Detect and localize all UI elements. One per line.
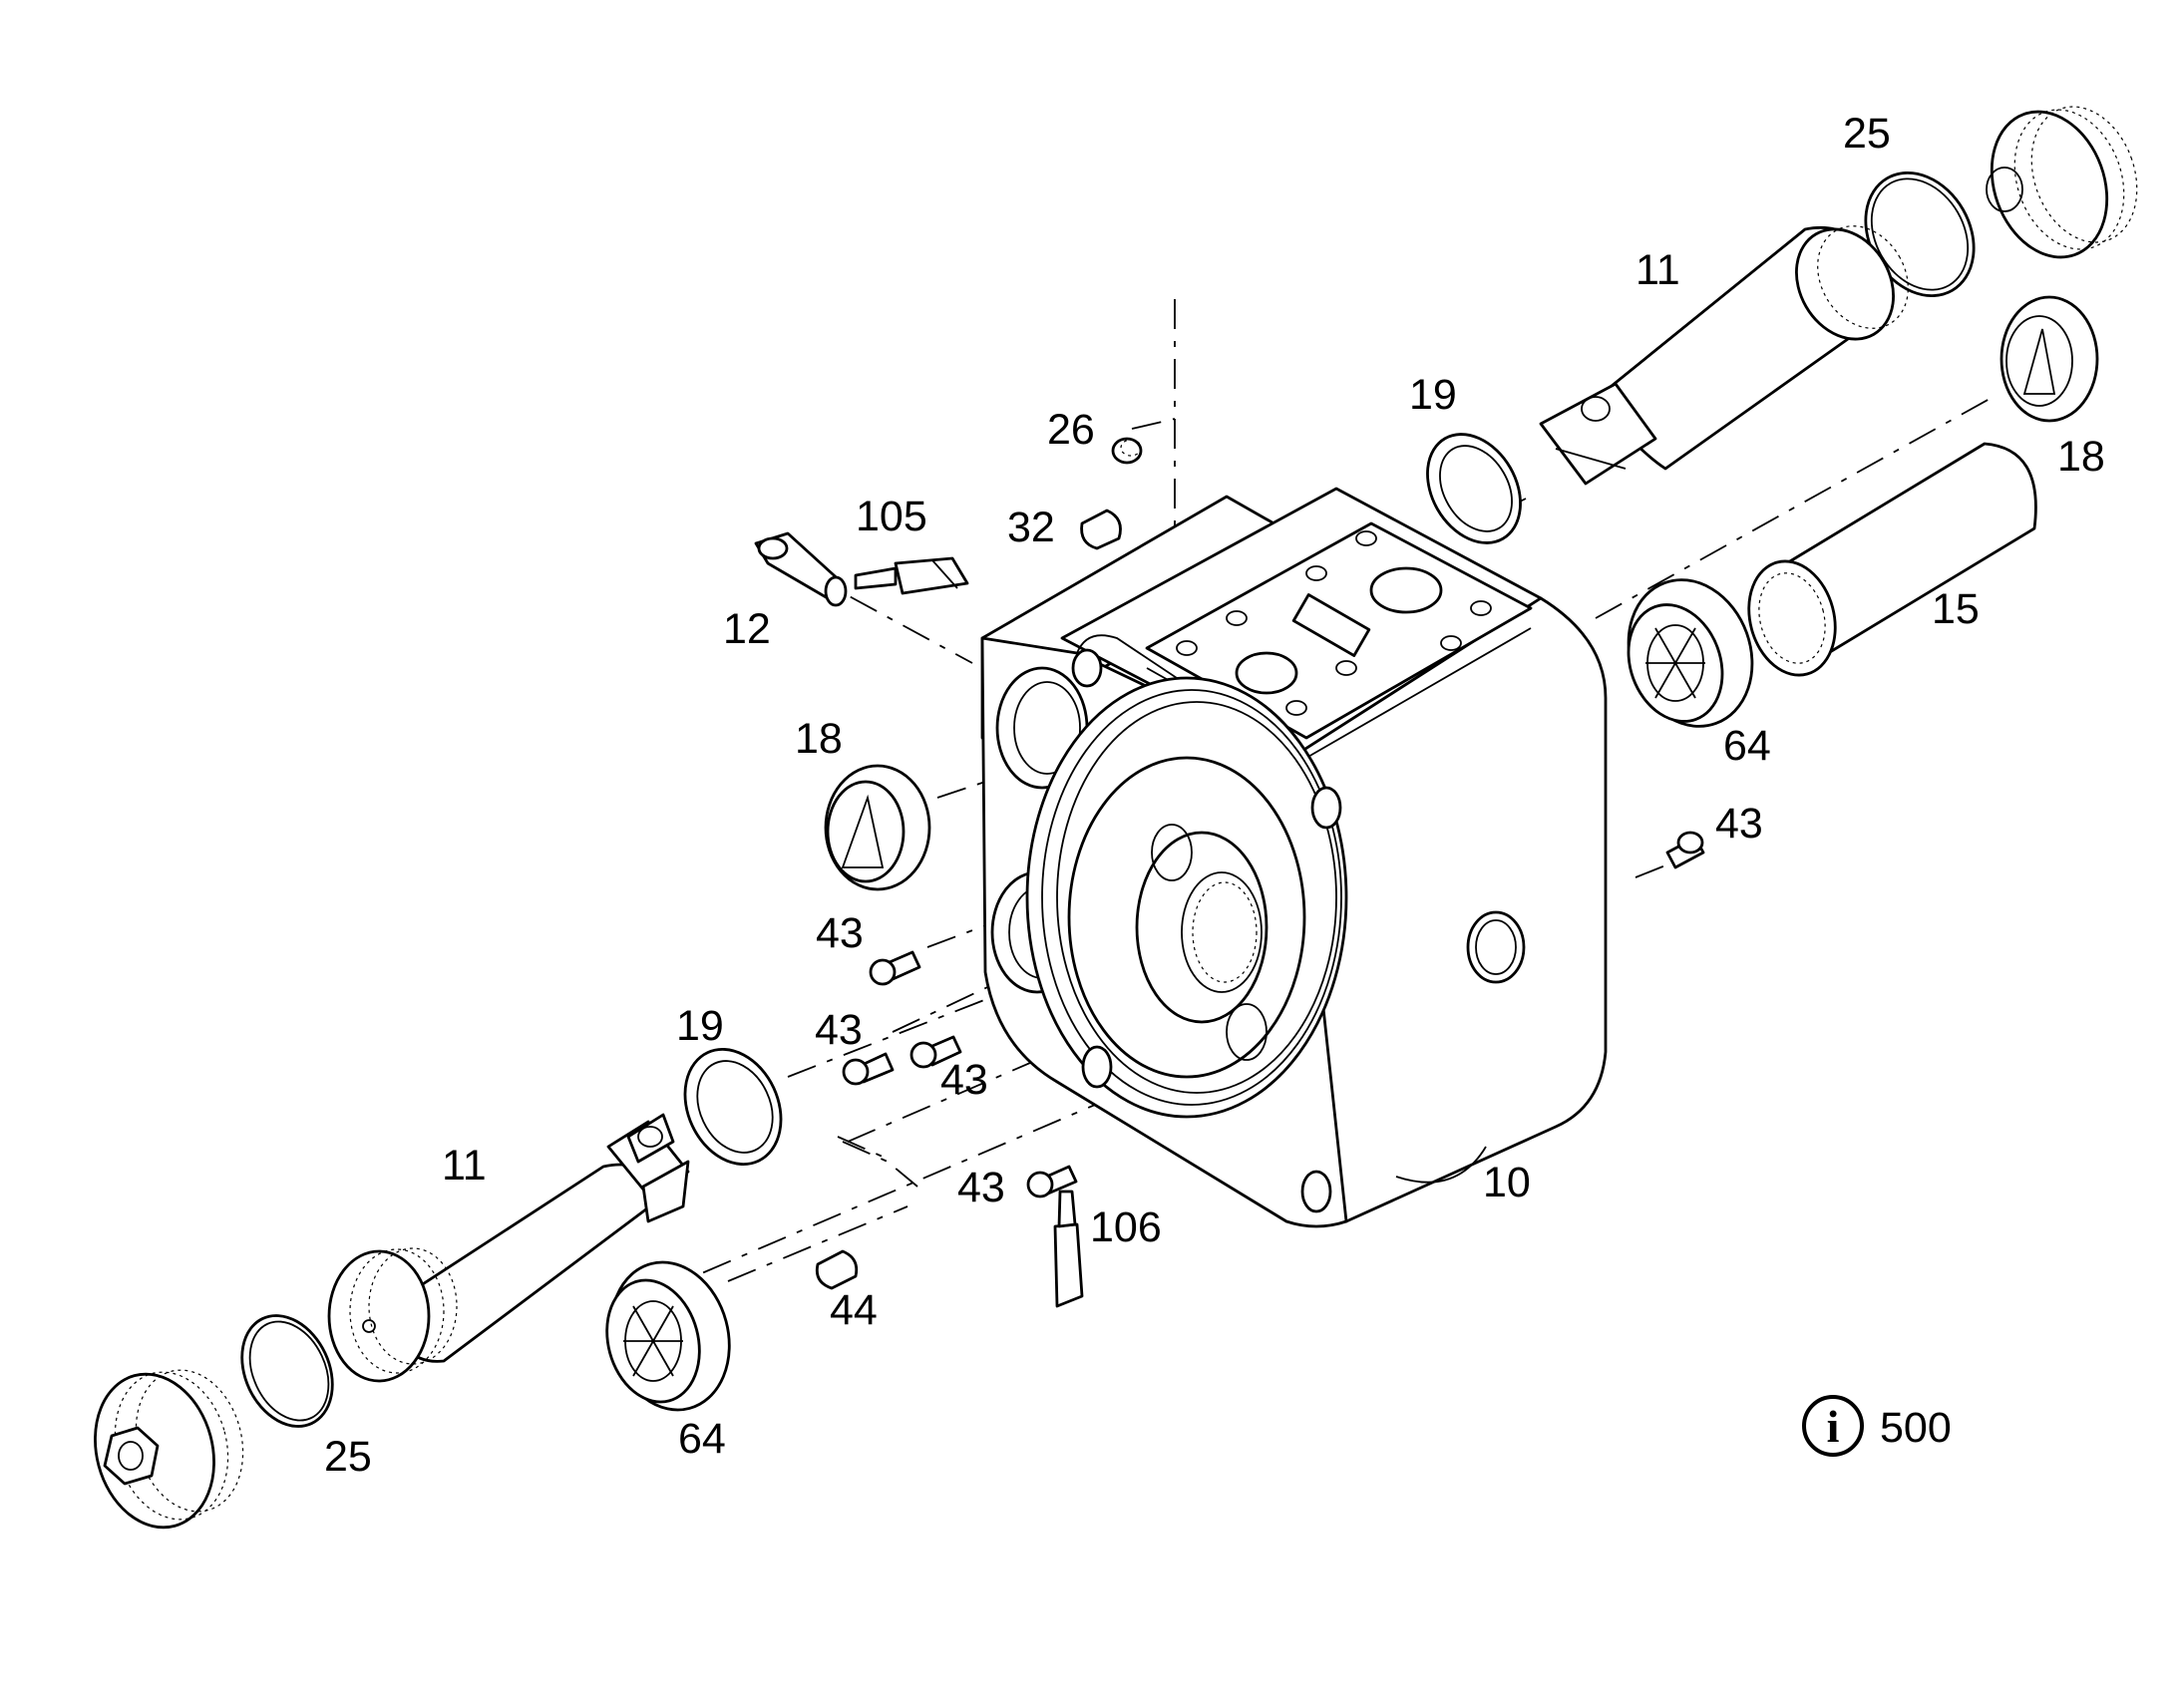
callout-labels: 25 11 19 18 26 105 32 12 15 64 18 43 43 … [324,110,2105,1481]
screw-43-a [869,950,921,986]
callout-25-bottom: 25 [324,1433,372,1481]
callout-106: 106 [1090,1203,1162,1251]
pin-44 [815,1249,859,1290]
adhesive-106 [1053,1190,1084,1308]
callout-44: 44 [830,1286,878,1334]
callout-26: 26 [1047,406,1095,454]
screw-43-d [1026,1165,1078,1198]
callout-43-right: 43 [1715,800,1763,848]
callout-64-right: 64 [1723,722,1771,770]
housing-10 [980,487,1608,1228]
adhesive-105 [854,556,969,595]
screw-43-right [1665,831,1705,869]
callout-11-bottom: 11 [442,1142,487,1190]
bearing-64-right [1627,578,1754,728]
callout-19-bottom: 19 [676,1002,724,1050]
callout-12: 12 [723,605,771,653]
callout-15: 15 [1932,585,1980,633]
bearing-18-left [824,764,931,891]
callout-43-c: 43 [940,1056,988,1104]
sleeve-15 [1747,442,2037,677]
plug-top-right [1986,106,2138,259]
seal-top [1426,433,1522,544]
screw-43-b [842,1052,895,1086]
screw-43-c [909,1035,962,1069]
info-icon [1802,1395,1864,1457]
info-reference: i 500 [1802,1395,1952,1457]
bearing-top-right [1999,295,2099,423]
spool-bottom-left [327,1113,690,1383]
callout-19-top: 19 [1409,371,1457,419]
seal-19-bottom [683,1047,783,1167]
callout-43-b: 43 [815,1006,863,1054]
callout-18-right: 18 [2057,433,2105,481]
callout-10: 10 [1483,1159,1531,1206]
plunger-12 [754,531,848,607]
plug-26 [1111,437,1143,465]
callout-43-a: 43 [816,909,864,957]
spool-top-right [1539,225,1909,486]
callout-11-top: 11 [1635,246,1680,294]
info-icon-glyph: i [1827,1401,1840,1452]
callout-32: 32 [1007,504,1055,551]
info-reference-number: 500 [1880,1404,1952,1452]
callout-18-left: 18 [795,715,843,763]
callout-105: 105 [856,493,927,540]
pin-32 [1080,509,1122,550]
callout-25-top: 25 [1843,110,1891,158]
plug-bottom-left [94,1369,244,1530]
callout-64-bottom: 64 [678,1415,726,1463]
bearing-64-bottom [605,1260,731,1412]
callout-43-d: 43 [957,1164,1005,1211]
oring-bottom-left [240,1314,334,1428]
